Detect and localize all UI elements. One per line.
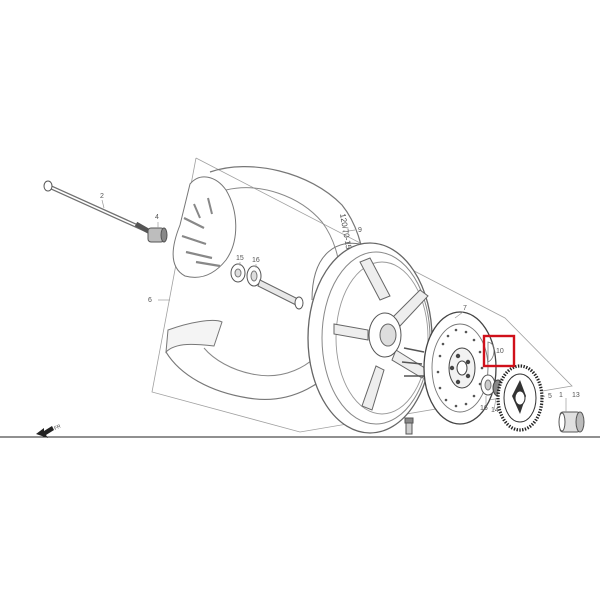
front-label: FR: [53, 423, 62, 431]
callout-1: 1: [559, 392, 563, 399]
distance-collar: [257, 279, 304, 310]
callout-16-left: 16: [252, 257, 260, 264]
callout-7: 7: [463, 305, 467, 312]
leader-lines: [101, 199, 567, 412]
front-arrow-icon: [36, 426, 54, 438]
front-direction-indicator: FR: [36, 423, 62, 438]
tire: [165, 166, 366, 400]
callout-16-right: 16: [480, 405, 488, 412]
callout-13: 13: [572, 392, 580, 399]
callout-6: 6: [148, 297, 152, 304]
callout-9: 9: [358, 227, 362, 234]
disc-reference-shape: [487, 341, 495, 363]
callout-5: 5: [548, 393, 552, 400]
valve-stem: [404, 417, 414, 435]
axle-nut-collar: [558, 411, 585, 433]
axle-collar: [147, 227, 168, 243]
left-spacer-and-bearing: [230, 263, 262, 287]
callout-15: 15: [236, 255, 244, 262]
disc-bolts: [401, 347, 425, 377]
sensor-ring: [496, 364, 544, 432]
callout-10: 10: [496, 348, 504, 355]
brake-disc: [423, 311, 497, 425]
callout-4: 4: [155, 214, 159, 221]
wheel-rim: [307, 242, 433, 434]
callout-14: 14: [491, 407, 499, 414]
highlight-box: [482, 334, 516, 368]
callout-2: 2: [100, 193, 104, 200]
axle-shaft: [43, 180, 153, 235]
